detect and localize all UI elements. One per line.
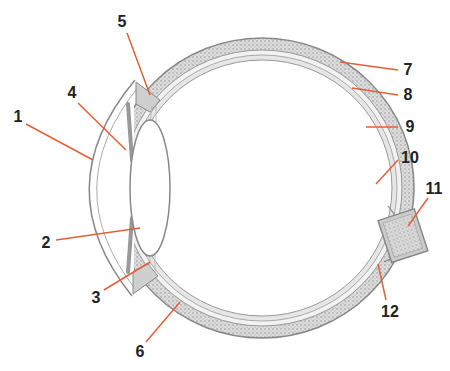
- cornea: [89, 80, 135, 296]
- optic-nerve: [378, 209, 428, 263]
- callout-number: 2: [42, 235, 51, 251]
- callout-number: 6: [136, 344, 145, 360]
- callout-number: 12: [381, 304, 399, 320]
- iris: [128, 104, 132, 160]
- lens: [130, 120, 170, 256]
- leader-lines: [26, 33, 428, 342]
- ciliary-body: [133, 264, 158, 294]
- callout-number: 4: [68, 85, 77, 101]
- callout-number: 10: [401, 150, 419, 166]
- callout-number: 8: [404, 87, 413, 103]
- callout-number: 3: [92, 290, 101, 306]
- callout-number: 11: [426, 181, 443, 197]
- callout-number: 9: [406, 119, 415, 135]
- callout-number: 7: [404, 62, 413, 78]
- callout-number: 5: [118, 14, 127, 30]
- callout-number: 1: [14, 109, 23, 125]
- iris: [128, 218, 132, 272]
- eyeball-wall: [134, 38, 414, 338]
